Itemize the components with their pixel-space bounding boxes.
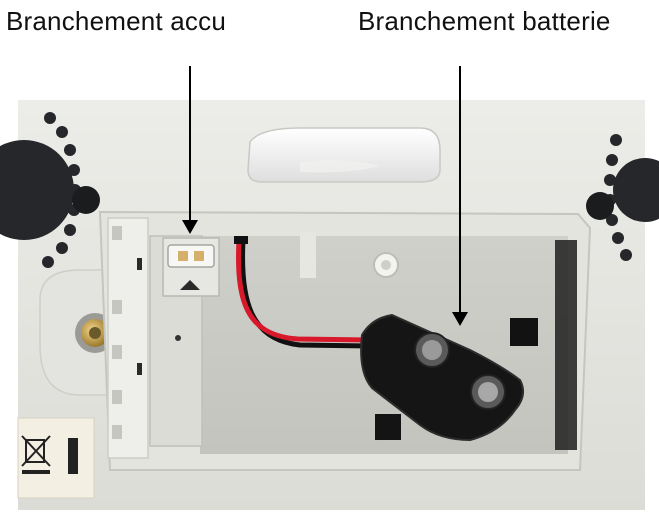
arrow-to-batterie — [452, 66, 468, 326]
battery-snap-9v — [360, 313, 525, 442]
red-wire — [236, 239, 371, 343]
gear-knob-icon — [0, 112, 100, 268]
arrow-to-accu — [182, 66, 198, 234]
top-grip — [247, 127, 441, 183]
label-branchement-batterie: Branchement batterie — [358, 6, 611, 36]
crossed-out-bin-icon — [17, 417, 95, 499]
gear-knob-icon — [586, 134, 659, 261]
floor-slot — [510, 318, 538, 346]
floor-slot — [375, 414, 401, 440]
label-branchement-accu: Branchement accu — [6, 6, 226, 36]
